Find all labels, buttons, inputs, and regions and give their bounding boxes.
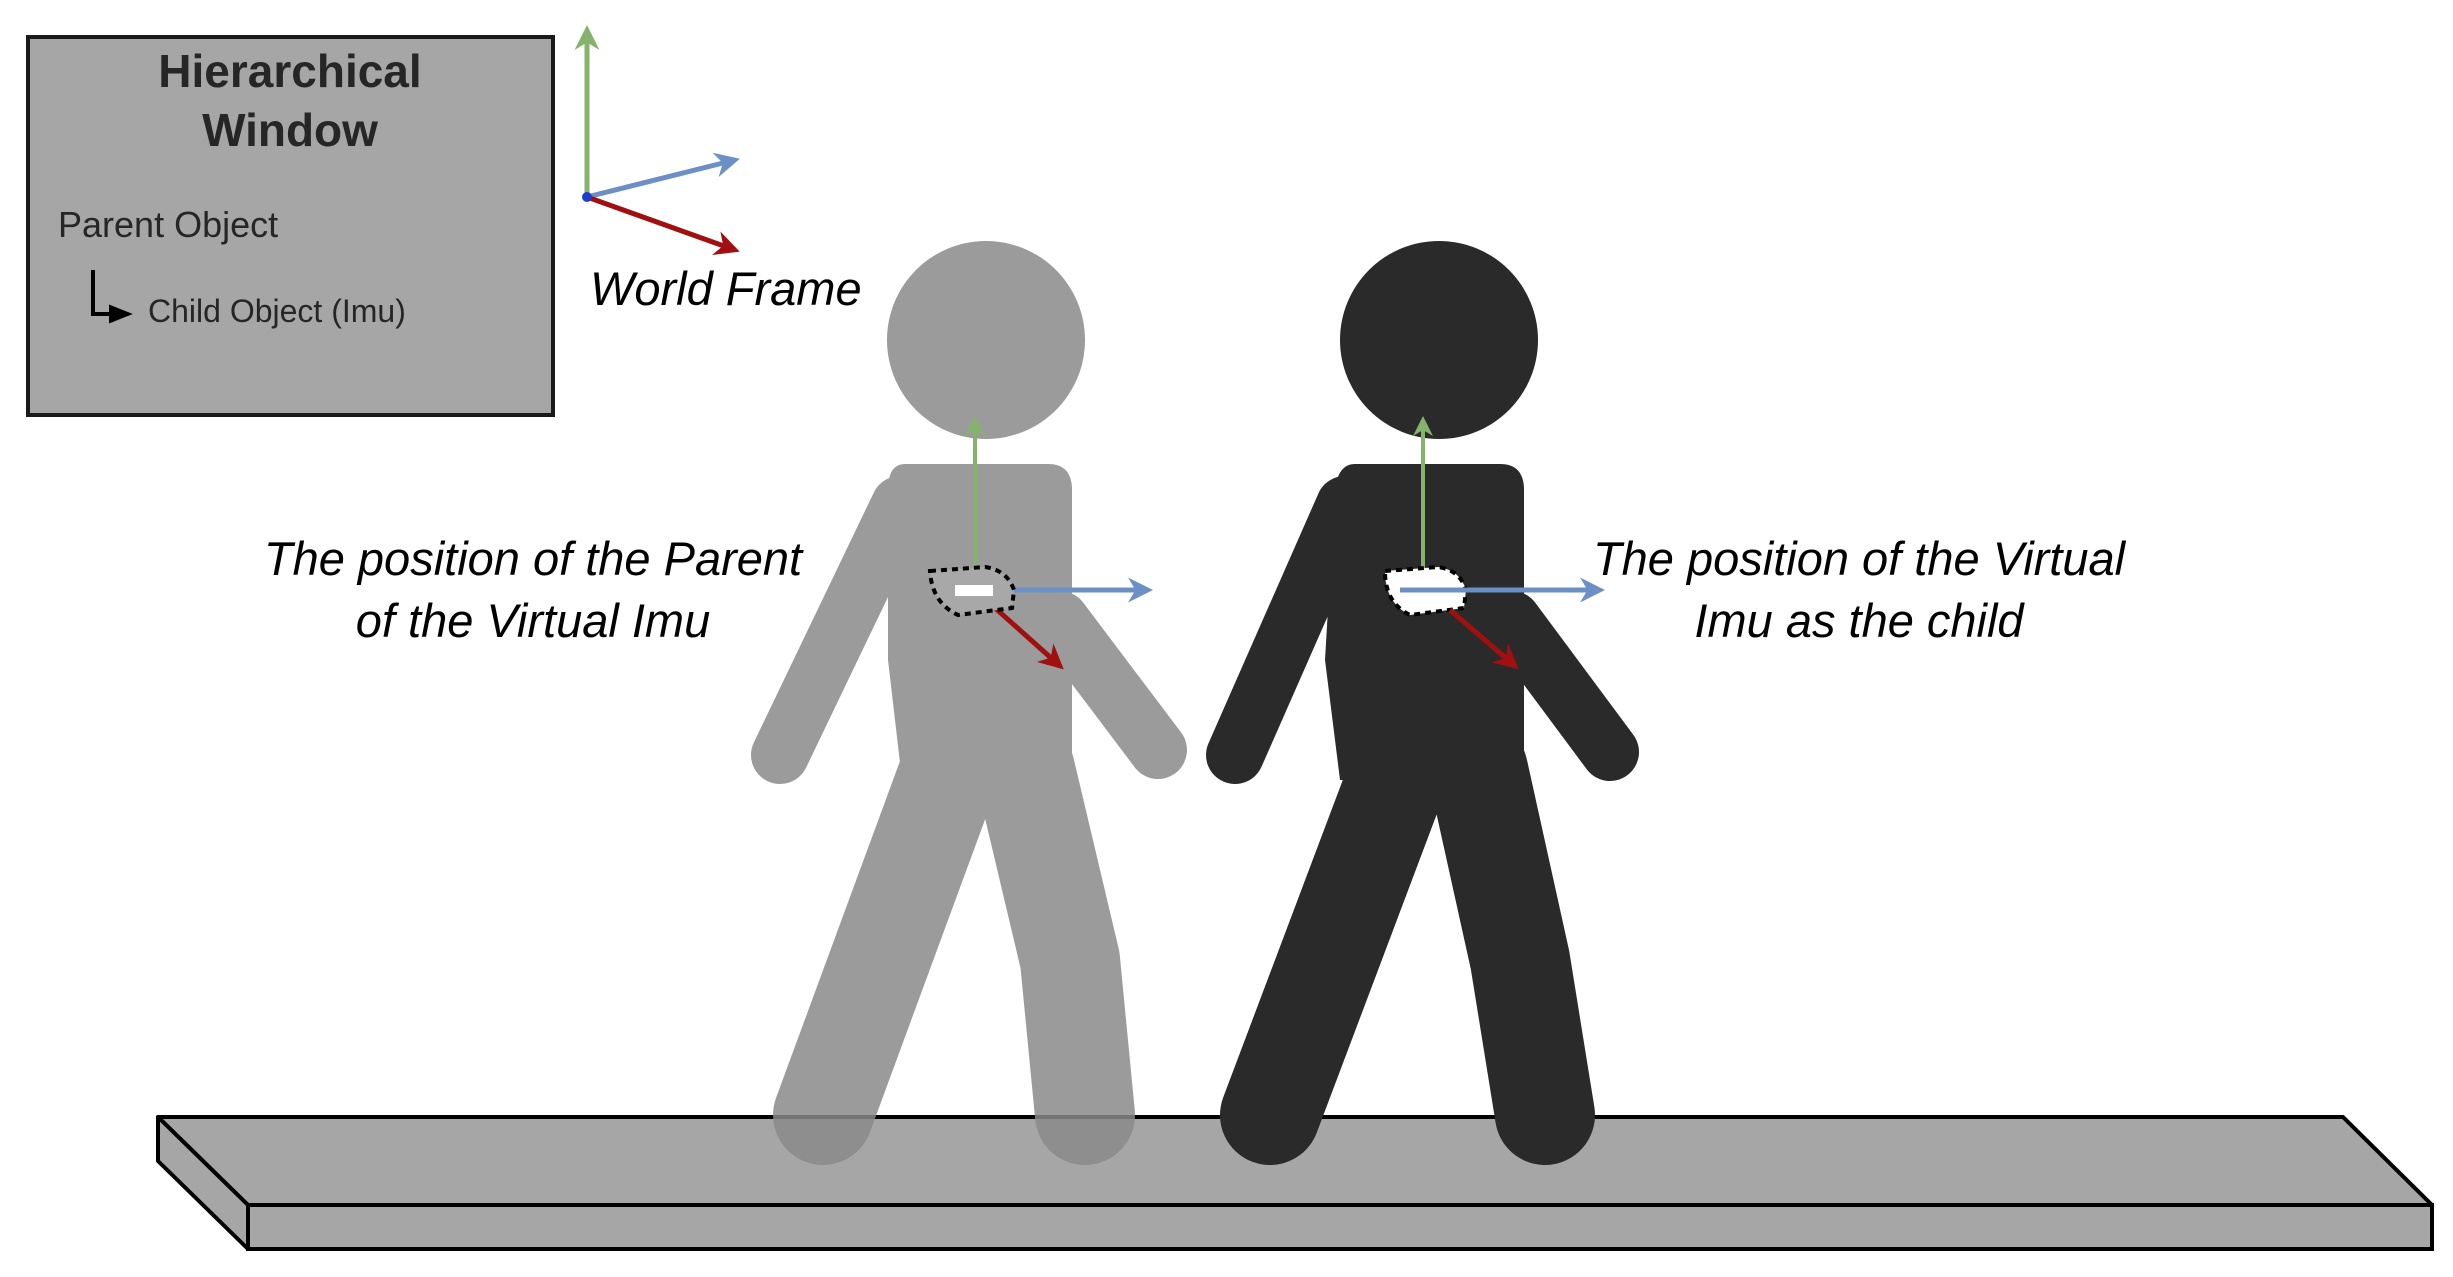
parent-imu-sensor-highlight xyxy=(955,585,993,596)
world-x-axis-arrow xyxy=(586,152,740,200)
child-caption-line1: The position of the Virtual xyxy=(1593,532,2127,585)
world-frame-axes: World Frame xyxy=(574,25,862,315)
child-figure-left-leg xyxy=(1220,720,1450,1165)
parent-caption-line1: The position of the Parent xyxy=(264,532,804,585)
child-imu-z-axis-arrow xyxy=(1448,608,1519,670)
hierarchy-window: Hierarchical Window Parent Object Child … xyxy=(26,35,555,417)
hierarchy-window-box xyxy=(26,35,555,417)
parent-figure xyxy=(751,241,1187,1165)
child-figure-right-arm xyxy=(1483,591,1639,781)
parent-object-label: Parent Object xyxy=(58,204,278,245)
parent-caption-line2: of the Virtual Imu xyxy=(356,594,710,647)
floor-platform xyxy=(156,1115,2434,1251)
parent-figure-right-leg xyxy=(975,720,1135,1165)
world-origin-dot xyxy=(582,192,592,202)
world-frame-label: World Frame xyxy=(590,262,862,315)
child-figure-right-leg xyxy=(1428,720,1595,1165)
child-figure-left-arm xyxy=(1206,476,1374,784)
child-figure xyxy=(1206,241,1639,1165)
child-object-label: Child Object (Imu) xyxy=(148,293,406,329)
child-imu-frame xyxy=(1382,416,1605,670)
parent-figure-right-arm xyxy=(1031,591,1187,779)
parent-figure-left-arm xyxy=(751,476,929,784)
parent-figure-torso xyxy=(888,464,1072,780)
child-indent-arrow-icon xyxy=(91,270,133,324)
captions: The position of the Parent of the Virtua… xyxy=(264,532,2127,647)
child-figure-torso xyxy=(1325,464,1524,780)
child-caption-line2: Imu as the child xyxy=(1694,594,2025,647)
world-z-axis-arrow xyxy=(586,194,740,256)
floor-front xyxy=(246,1203,2434,1251)
hierarchy-window-title-line1: Hierarchical xyxy=(158,45,421,97)
parent-imu-frame xyxy=(927,416,1153,670)
parent-figure-head xyxy=(887,241,1085,439)
parent-figure-left-leg xyxy=(773,720,1000,1165)
child-figure-head xyxy=(1340,241,1538,439)
hierarchy-window-title-line2: Window xyxy=(202,104,378,156)
